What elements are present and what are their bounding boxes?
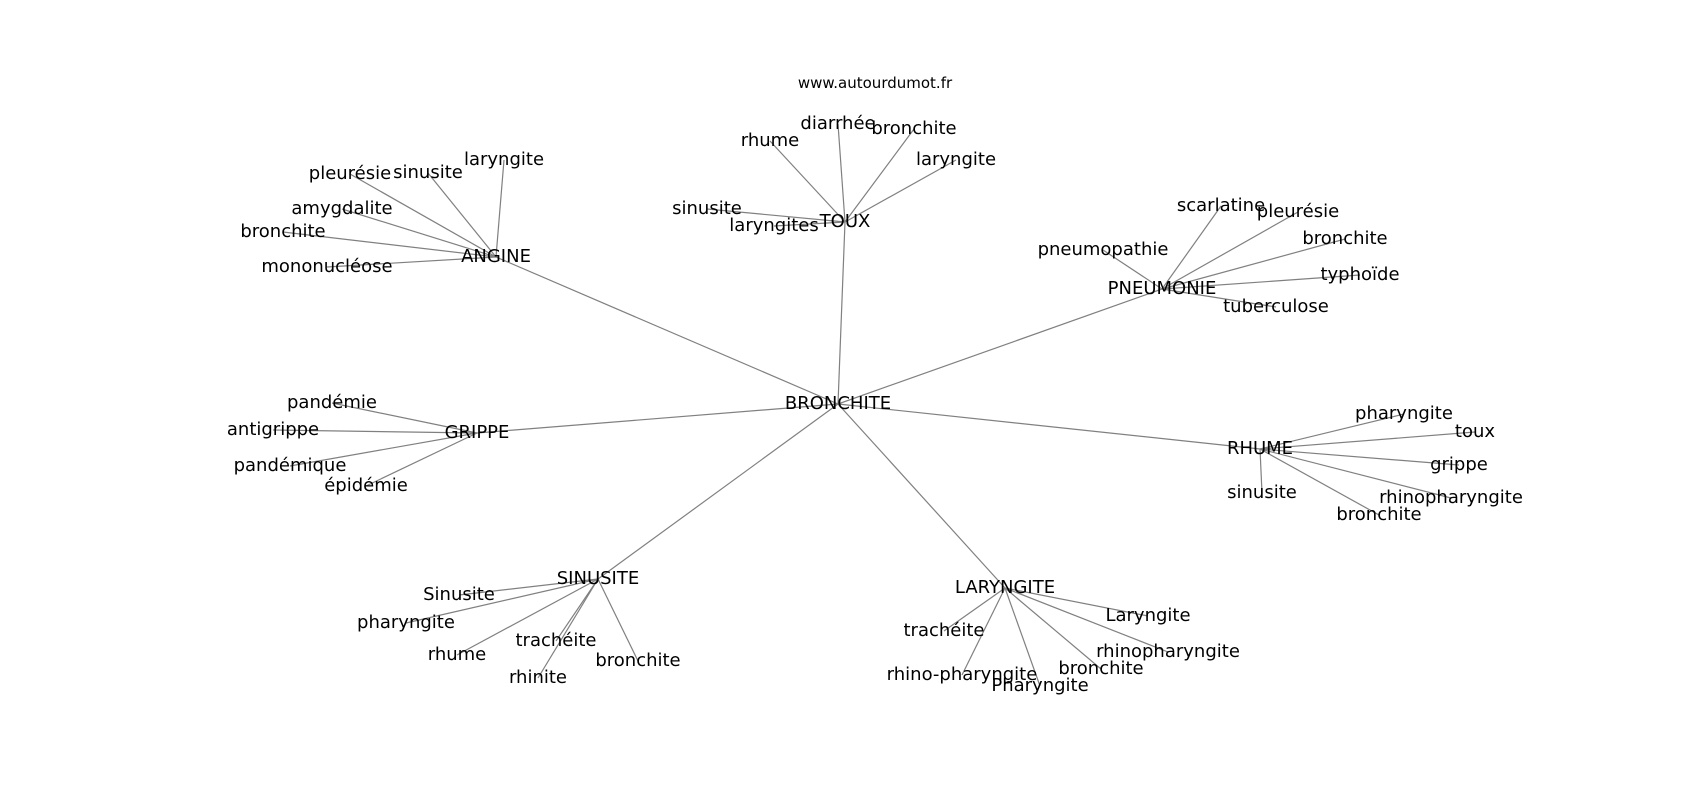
- edge-sinusite-leaf: [537, 578, 599, 679]
- leaf-node: bronchite: [240, 221, 325, 242]
- edge-rhume-leaf: [1259, 431, 1476, 450]
- edge-sinusite-leaf: [555, 578, 599, 642]
- leaf-node: rhino-pharyngite: [887, 664, 1038, 685]
- leaf-node: pleurésie: [309, 163, 391, 184]
- edge-angine-leaf: [341, 208, 497, 258]
- edge-center-to-sinusite: [597, 403, 839, 580]
- leaf-node: laryngites: [729, 215, 818, 236]
- source-watermark: www.autourdumot.fr: [798, 74, 953, 92]
- leaf-node: typhoïde: [1320, 264, 1399, 285]
- leaf-node: diarrhée: [800, 113, 875, 134]
- leaf-node: bronchite: [871, 118, 956, 139]
- edge-angine-leaf: [495, 159, 505, 258]
- leaf-node: pharyngite: [357, 612, 455, 633]
- edge-angine-leaf: [326, 256, 497, 268]
- hub-node-angine: ANGINE: [461, 246, 531, 267]
- leaf-node: sinusite: [393, 162, 463, 183]
- edge-center-to-rhume: [837, 403, 1261, 450]
- edge-angine-leaf: [427, 172, 497, 258]
- leaf-node: sinusite: [672, 198, 742, 219]
- leaf-node: trachéite: [904, 620, 985, 641]
- leaf-node: tuberculose: [1223, 296, 1329, 317]
- hub-node-pneumonie: PNEUMONIE: [1108, 278, 1217, 299]
- edge-laryngite-leaf: [1004, 587, 1041, 687]
- edge-center-to-toux: [837, 221, 846, 405]
- leaf-node: grippe: [1430, 454, 1488, 475]
- edge-sinusite-leaf: [405, 578, 599, 624]
- leaf-node: amygdalite: [291, 198, 392, 219]
- edge-toux-leaf: [773, 221, 846, 227]
- center-node: BRONCHITE: [785, 393, 891, 414]
- edge-rhume-leaf: [1259, 448, 1460, 466]
- leaf-node: Sinusite: [423, 584, 495, 605]
- edge-pneumonie-leaf: [1161, 274, 1361, 290]
- leaf-node: pleurésie: [1257, 201, 1339, 222]
- edge-toux-leaf: [769, 140, 846, 223]
- edge-center-to-laryngite: [837, 403, 1006, 589]
- edge-grippe-leaf: [272, 429, 478, 434]
- leaf-node: trachéite: [516, 630, 597, 651]
- leaf-node: pharyngite: [1355, 403, 1453, 424]
- leaf-node: bronchite: [1336, 504, 1421, 525]
- edge-pneumonie-leaf: [1161, 205, 1222, 290]
- edge-toux-leaf: [844, 128, 915, 223]
- graph-labels: www.autourdumot.fr BRONCHITE TOUX diarrhée…: [227, 74, 1523, 696]
- edge-laryngite-leaf: [961, 587, 1006, 676]
- edge-grippe-leaf: [289, 432, 478, 467]
- edge-sinusite-leaf: [458, 578, 599, 596]
- hub-node-laryngite: LARYNGITE: [955, 577, 1055, 598]
- edge-angine-leaf: [349, 173, 497, 258]
- leaf-node: épidémie: [324, 475, 408, 496]
- edge-rhume-leaf: [1259, 448, 1452, 499]
- leaf-node: Laryngite: [1105, 605, 1190, 626]
- hub-node-rhume: RHUME: [1227, 438, 1293, 459]
- leaf-node: mononucléose: [261, 256, 392, 277]
- edge-laryngite-leaf: [1004, 587, 1102, 670]
- leaf-node: bronchite: [1302, 228, 1387, 249]
- edge-laryngite-leaf: [943, 587, 1006, 632]
- leaf-node: laryngite: [464, 149, 544, 170]
- edge-pneumonie-leaf: [1161, 288, 1277, 308]
- edge-laryngite-leaf: [1004, 587, 1149, 617]
- edge-toux-leaf: [837, 123, 846, 223]
- leaf-node: rhinite: [509, 667, 567, 688]
- edge-pneumonie-leaf: [1161, 211, 1299, 290]
- edge-angine-leaf: [282, 231, 497, 258]
- edge-toux-leaf: [844, 159, 957, 223]
- hub-node-toux: TOUX: [819, 211, 871, 232]
- edge-rhume-leaf: [1259, 448, 1380, 516]
- edge-pneumonie-leaf: [1161, 238, 1346, 290]
- edge-rhume-leaf: [1259, 413, 1405, 450]
- leaf-node: scarlatine: [1177, 195, 1265, 216]
- leaf-node: antigrippe: [227, 419, 319, 440]
- leaf-node: bronchite: [595, 650, 680, 671]
- leaf-node: rhume: [741, 130, 800, 151]
- edge-grippe-leaf: [331, 402, 478, 434]
- hub-node-sinusite: SINUSITE: [557, 568, 639, 589]
- edge-laryngite-leaf: [1004, 587, 1169, 653]
- graph-edges: [272, 123, 1476, 687]
- edge-sinusite-leaf: [597, 578, 639, 662]
- leaf-node: laryngite: [916, 149, 996, 170]
- edge-toux-leaf: [706, 208, 846, 223]
- edge-center-to-grippe: [476, 403, 839, 434]
- leaf-node: sinusite: [1227, 482, 1297, 503]
- leaf-node: pandémie: [287, 392, 377, 413]
- edge-center-to-pneumonie: [837, 288, 1163, 405]
- leaf-node: bronchite: [1058, 658, 1143, 679]
- edge-grippe-leaf: [365, 432, 478, 487]
- leaf-node: pneumopathie: [1038, 239, 1169, 260]
- leaf-node: rhume: [428, 644, 487, 665]
- edge-pneumonie-leaf: [1102, 249, 1163, 290]
- leaf-node: Pharyngite: [991, 675, 1088, 696]
- edge-sinusite-leaf: [456, 578, 599, 656]
- leaf-node: rhinopharyngite: [1096, 641, 1240, 662]
- edge-rhume-leaf: [1259, 448, 1263, 494]
- hub-node-grippe: GRIPPE: [445, 422, 510, 443]
- leaf-node: toux: [1455, 421, 1495, 442]
- leaf-node: pandémique: [234, 455, 347, 476]
- leaf-node: rhinopharyngite: [1379, 487, 1523, 508]
- edge-center-to-angine: [495, 256, 839, 405]
